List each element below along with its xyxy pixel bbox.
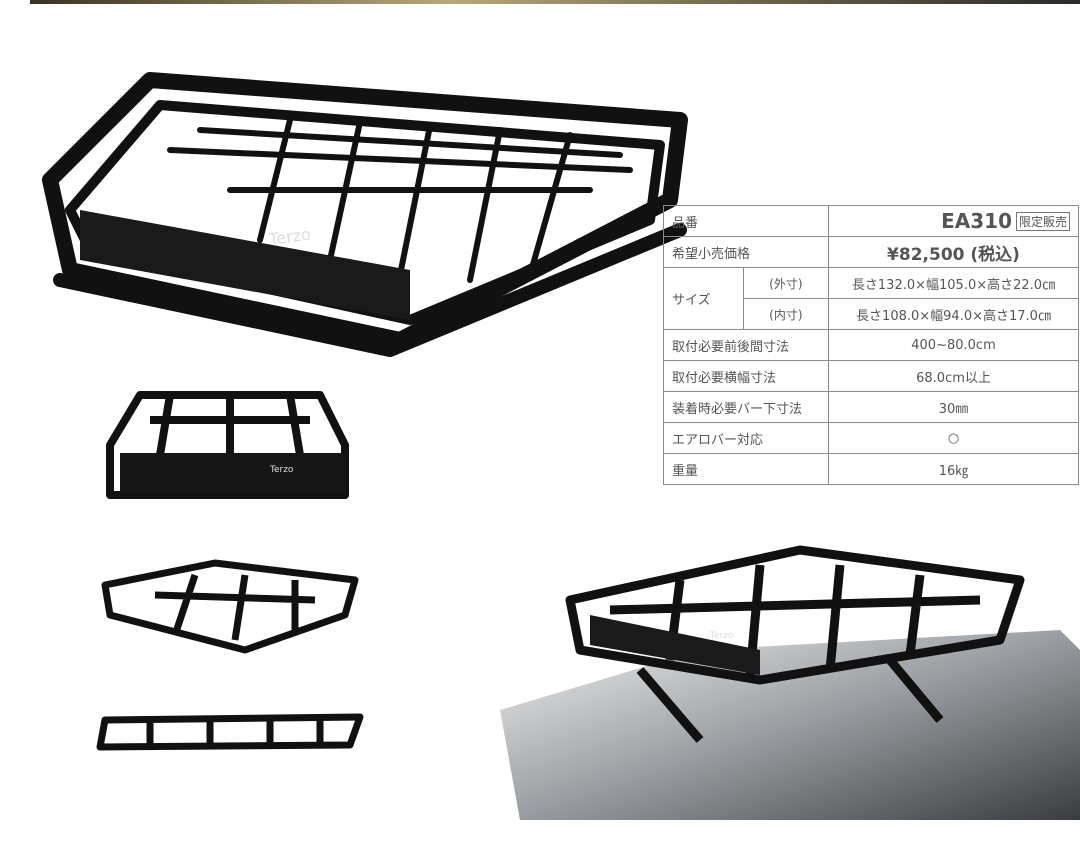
table-row: (内寸) 長さ108.0×幅94.0×高さ17.0㎝ (664, 298, 1079, 330)
product-number: EA310 (941, 209, 1012, 233)
table-row: 装着時必要バー下寸法 30㎜ (663, 391, 1079, 423)
table-row: 取付必要横幅寸法 68.0cm以上 (663, 360, 1079, 392)
outer-size-value: 長さ132.0×幅105.0×高さ22.0㎝ (828, 267, 1079, 299)
label-bar-clearance: 装着時必要バー下寸法 (663, 391, 829, 423)
label-price: 希望小売価格 (663, 236, 829, 268)
price-value: ¥82,500 (税込) (828, 236, 1079, 268)
bar-clearance-value: 30㎜ (828, 391, 1079, 423)
label-outer-size: (外寸) (742, 267, 830, 299)
svg-text:Terzo: Terzo (269, 465, 294, 475)
table-row: 取付必要前後間寸法 400~80.0cm (663, 329, 1079, 361)
inner-size-value: 長さ108.0×幅94.0×高さ17.0㎝ (828, 298, 1079, 330)
table-row: エアロバー対応 ○ (663, 422, 1079, 454)
svg-text:Terzo: Terzo (709, 631, 734, 641)
svg-text:Terzo: Terzo (267, 224, 312, 249)
front-rear-span-value: 400~80.0cm (828, 329, 1079, 361)
label-inner-size: (内寸) (742, 298, 830, 330)
table-row: 重量 16㎏ (663, 453, 1079, 485)
label-front-rear-span: 取付必要前後間寸法 (663, 329, 829, 361)
label-product-number: 品番 (663, 205, 829, 237)
label-size: サイズ (663, 267, 744, 330)
label-weight: 重量 (663, 453, 829, 485)
label-width-requirement: 取付必要横幅寸法 (663, 360, 829, 392)
table-row: 希望小売価格 ¥82,500 (税込) (663, 236, 1079, 268)
roof-basket-main-image: Terzo (42, 72, 688, 357)
weight-value: 16㎏ (828, 453, 1079, 485)
roof-basket-front-view: Terzo (106, 391, 349, 499)
table-row: サイズ (外寸) 長さ132.0×幅105.0×高さ22.0㎝ (663, 267, 1079, 330)
top-border-strip (30, 0, 1080, 4)
label-aero-bar: エアロバー対応 (663, 422, 829, 454)
roof-basket-profile-view (96, 713, 364, 751)
roof-basket-side-view (101, 559, 359, 654)
roof-basket-on-car-image: Terzo (500, 545, 1080, 820)
limited-sale-badge: 限定販売 (1015, 212, 1070, 231)
aero-bar-value: ○ (828, 422, 1079, 454)
width-requirement-value: 68.0cm以上 (828, 360, 1079, 392)
